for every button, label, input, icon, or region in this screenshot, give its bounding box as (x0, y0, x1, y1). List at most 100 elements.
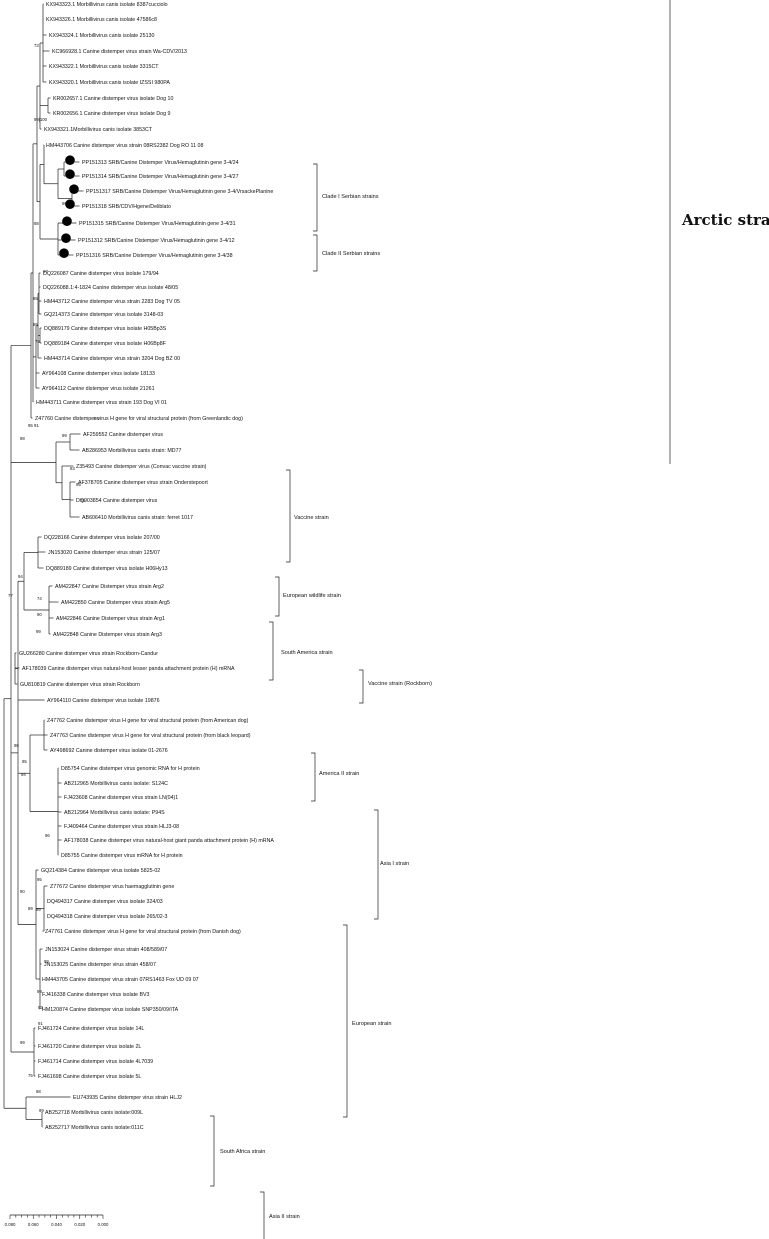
bootstrap-value: 83 (70, 466, 75, 471)
scale-tick-label: 0.020 (74, 1222, 85, 1227)
leaf-label: KX943323.1 Morbillivirus canis isolate 8… (46, 2, 168, 8)
leaf-label: PP151318 SRB/CDV/Hgene/Deliblato (82, 204, 171, 210)
leaf-label: KX943320.1 Morbillivirus canis isolate I… (49, 80, 170, 86)
leaf-label: DQ228166 Canine distemper virus isolate … (44, 535, 160, 541)
bootstrap-value: 95 (33, 322, 38, 327)
bootstrap-value: 94 (18, 574, 23, 579)
leaf-label: Z77672 Canine distemper virus haemagglut… (50, 884, 174, 890)
leaf-label: AM422846 Canine Distemper virus strain A… (56, 616, 165, 622)
leaf-label: AB252718 Morbillivirus canis isolate:009… (45, 1110, 143, 1116)
leaf-label: DQ226087 Canine distemper virus isolate … (43, 271, 159, 277)
bootstrap-value: 91 (38, 1021, 43, 1026)
serbian-sample-dot (59, 248, 69, 258)
leaf-label: GQ214373 Canine distemper virus isolate … (44, 312, 163, 318)
leaf-label: AM422850 Canine Distemper virus strain A… (61, 600, 170, 606)
bootstrap-value: 99 (62, 433, 67, 438)
bootstrap-value: 97 (43, 269, 48, 274)
leaf-label: JN153025 Canine distemper virus strain 4… (44, 962, 156, 968)
clade-serbian-2-bracket (313, 234, 318, 272)
clade-serbian-2-label: Clade II Serbian strains (322, 251, 380, 257)
bootstrap-value: 99 (20, 1040, 25, 1045)
scale-tick-label: 0.080 (5, 1222, 16, 1227)
leaf-label: DQ889189 Canine distemper virus isolate … (46, 566, 168, 572)
clade-america2-label: America II strain (319, 771, 359, 777)
leaf-label: AY498692 Canine distemper virus isolate … (50, 748, 168, 754)
clade-serbian-1-label: Clade I Serbian strains (322, 194, 379, 200)
bootstrap-value: 75 (28, 1073, 33, 1078)
leaf-label: Z35493 Canine distemper virus (Convac va… (76, 464, 207, 470)
bootstrap-value: 88 (34, 221, 39, 226)
serbian-sample-dot (65, 155, 75, 165)
clade-vaccine-rockborn-label: Vaccine strain (Rockborn) (368, 681, 432, 687)
leaf-label: FJ409464 Canine distemper virus strain H… (64, 824, 179, 830)
leaf-label: PP151313 SRB/Canine Distemper Virus/Hema… (82, 160, 239, 166)
leaf-label: DQ494317 Canine distemper virus isolate … (47, 899, 163, 905)
bootstrap-value: 90 (37, 612, 42, 617)
leaf-label: AM422847 Canine Distemper virus strain A… (55, 584, 164, 590)
leaf-label: AB212964 Morbillivirus canis isolate: P9… (64, 810, 165, 816)
clade-brackets (210, 0, 671, 1239)
leaf-label: PP151317 SRB/Canine Distemper Virus/Hema… (86, 189, 273, 195)
leaf-label: AB252717 Morbillivirus canis isolate:011… (45, 1125, 144, 1131)
clade-european-wildlife-bracket (275, 576, 280, 617)
clade-european-label: European strain (352, 1021, 392, 1027)
clade-south-america-bracket (269, 621, 274, 681)
leaf-label: GU266280 Canine distemper virus strain R… (19, 651, 158, 657)
leaf-label: AB286953 Morbillivirus canis strain: MD7… (82, 448, 182, 454)
leaf-label: KX943322.1 Morbillivirus canis isolate 3… (49, 64, 159, 70)
leaf-label: KX943321.1Morbillivirus canis isolate 38… (44, 127, 153, 133)
leaf-label: EU743935 Canine distemper virus strain H… (73, 1095, 182, 1101)
clade-asia1-bracket (374, 809, 379, 920)
leaf-label: PP151316 SRB/Canine Distemper Virus/Hema… (76, 253, 233, 259)
leaf-label: JN153020 Canine distemper virus strain 1… (48, 550, 160, 556)
bootstrap-value: 95 (37, 877, 42, 882)
leaf-label: HM443706 Canine distemper virus strain 0… (46, 143, 203, 149)
leaf-label: D85754 Canine distemper virus genomic RN… (61, 766, 200, 772)
bootstrap-value: 74 (37, 596, 42, 601)
leaf-label: AF378705 Canine distemper virus strain O… (78, 480, 208, 486)
leaf-label: FJ416338 Canine distemper virus isolate … (42, 992, 150, 998)
bootstrap-value: 95 (22, 759, 27, 764)
leaf-label: FJ461714 Canine distemper virus isolate … (38, 1059, 153, 1065)
leaf-label: AY964112 Canine distemper virus isolate … (42, 386, 155, 392)
leaf-label: HM443712 Canine distemper virus strain 2… (44, 299, 180, 305)
leaf-label: D85755 Canine distemper virus mRNA for H… (61, 853, 183, 859)
leaf-label: AF178039 Canine distemper virus natural-… (22, 666, 235, 672)
bootstrap-value: 99 (62, 201, 67, 206)
bootstrap-value: 75 (80, 498, 85, 503)
leaf-label: PP151312 SRB/Canine Distemper Virus/Hema… (78, 238, 235, 244)
leaf-label: HM120874 Canine distemper virus isolate … (42, 1007, 179, 1013)
clade-south-africa-label: South Africa strain (220, 1149, 265, 1155)
clade-south-america-label: South America strain (281, 650, 333, 656)
leaf-label: Z47760 Canine distemper virus H gene for… (35, 416, 243, 422)
clade-european-bracket (343, 924, 348, 1118)
leaf-label: KX943326.1 Morbillivirus canis isolate 4… (46, 17, 157, 23)
serbian-sample-dot (61, 233, 71, 243)
bootstrap-value: 98 (14, 743, 19, 748)
bootstrap-value: 96 (45, 833, 50, 838)
leaf-label: JN153024 Canine distemper virus strain 4… (45, 947, 167, 953)
bootstrap-value: 99 (39, 1108, 44, 1113)
bootstrap-value: 93 (38, 1005, 43, 1010)
leaf-label: GU810819 Canine distemper virus strain R… (20, 682, 140, 688)
bootstrap-value: 76 (35, 339, 40, 344)
serbian-sample-dot (65, 169, 75, 179)
leaf-label: AB606410 Morbillivirus canis strain: fer… (82, 515, 193, 521)
clade-south-africa-bracket (210, 1115, 215, 1187)
clade-asia2-label: Asia II strain (269, 1214, 300, 1220)
bootstrap-value: 95 91 (28, 423, 39, 428)
serbian-sample-markers (59, 155, 79, 258)
arctic-strain-label: Arctic strain (681, 211, 769, 229)
bootstrap-value: 89 (28, 906, 33, 911)
leaf-labels: KX943323.1 Morbillivirus canis isolate 8… (19, 2, 274, 1131)
bootstrap-value: 99|100 (34, 117, 48, 122)
scale-tick-label: 0.000 (98, 1222, 109, 1227)
leaf-label: DQ226088.1:4-1824 Canine distemper virus… (43, 285, 178, 291)
leaf-label: AF178038 Canine distemper virus natural-… (64, 838, 274, 844)
leaf-label: KR002657.1 Canine distemper virus isolat… (53, 96, 173, 102)
clade-vaccine-label: Vaccine strain (294, 515, 329, 521)
leaf-label: FJ461724 Canine distemper virus isolate … (38, 1026, 144, 1032)
bootstrap-value: 98 (94, 416, 99, 421)
